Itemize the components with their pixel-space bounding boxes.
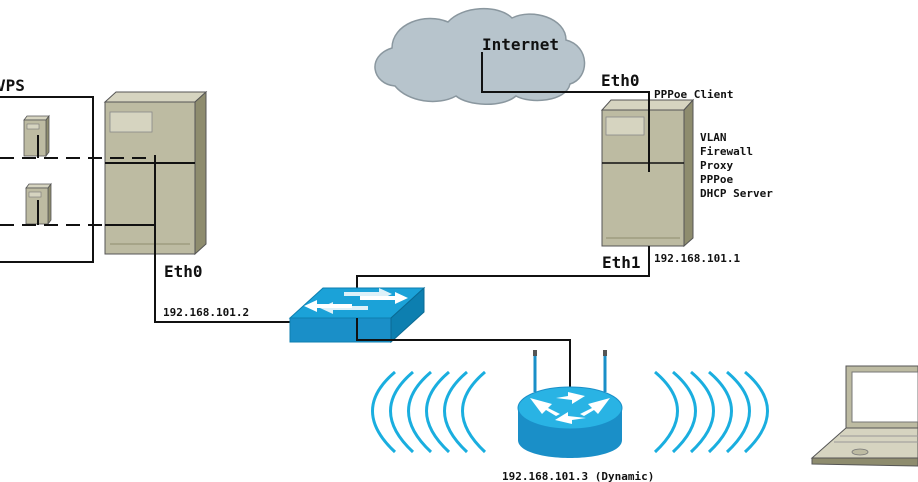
server-ip-label: 192.168.101.2 [163, 306, 249, 319]
service-firewall: Firewall [700, 145, 753, 158]
service-proxy: Proxy [700, 159, 733, 172]
wifi-waves-icon [653, 370, 769, 454]
gateway-ip-label: 192.168.101.1 [654, 252, 740, 265]
switch-icon [288, 286, 426, 344]
server-icon [600, 98, 695, 248]
eth0-left-label: Eth0 [164, 262, 203, 281]
service-pppoe: PPPoe [700, 173, 733, 186]
internet-label: Internet [482, 35, 559, 54]
service-dhcp-server: DHCP Server [700, 187, 773, 200]
server-switch-link [154, 225, 290, 323]
service-vlan: VLAN [700, 131, 727, 144]
vps-label: VPS [0, 76, 25, 95]
vps-container [0, 96, 94, 263]
laptop-icon [810, 365, 918, 467]
internet-link [481, 52, 650, 172]
pppoe-client-label: PPPoe Client [654, 88, 733, 101]
server-icon [103, 90, 208, 256]
vps-virtual-links [0, 135, 155, 226]
ap-ip-label: 192.168.101.3 (Dynamic) [502, 470, 654, 482]
cloud-icon [374, 7, 586, 105]
eth0-right-label: Eth0 [601, 71, 640, 90]
server-icon [23, 114, 50, 158]
eth1-label: Eth1 [602, 253, 641, 272]
wireless-router-icon [517, 350, 623, 458]
switch-ap-link [356, 318, 571, 412]
wifi-waves-icon [371, 370, 487, 454]
